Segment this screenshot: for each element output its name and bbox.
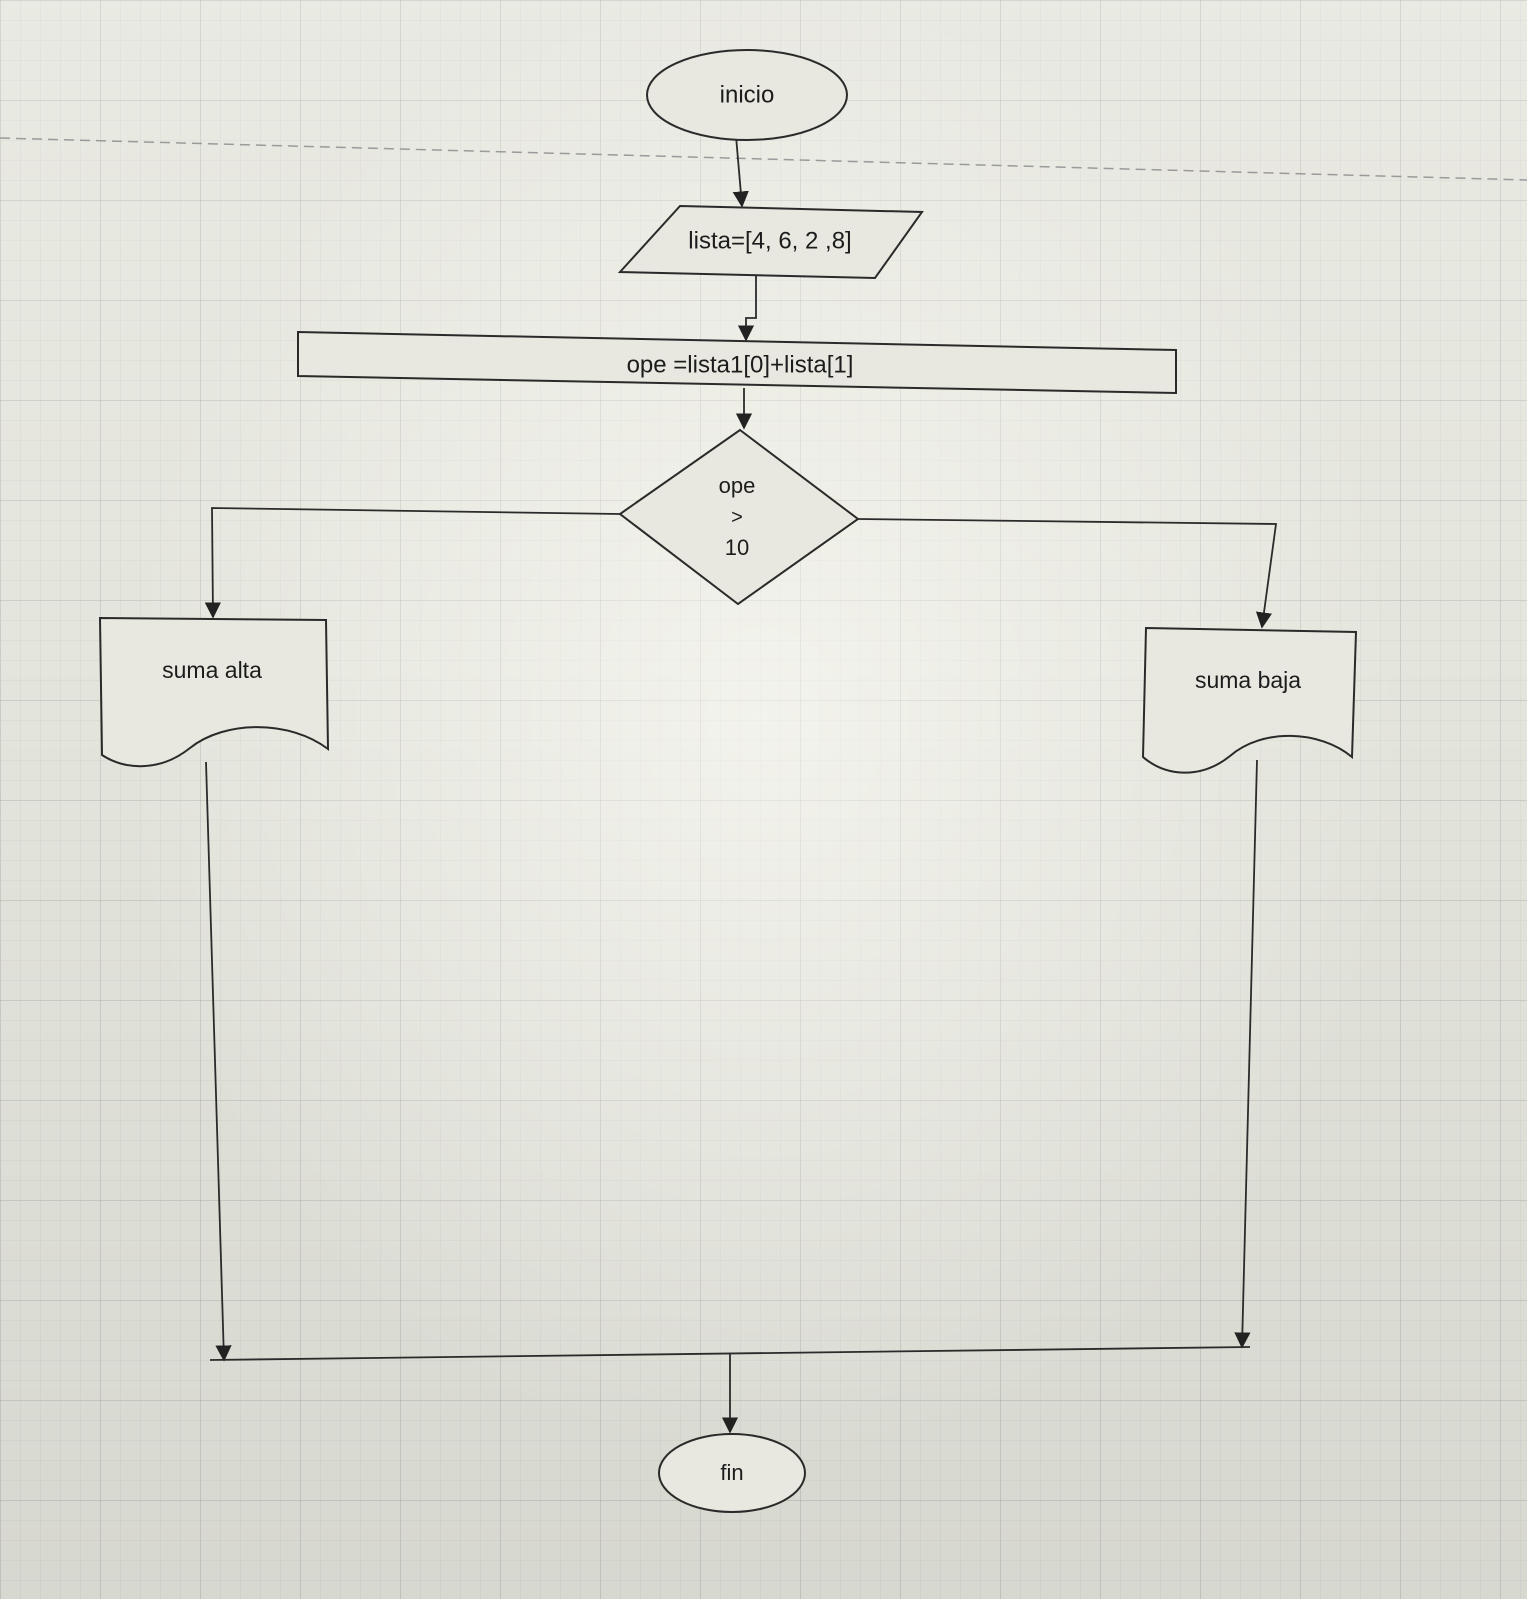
- node-input-label: lista=[4, 6, 2 ,8]: [688, 227, 851, 254]
- edge-merge-line[interactable]: [209, 1346, 1251, 1361]
- node-process-label: ope =lista1[0]+lista[1]: [627, 351, 854, 378]
- node-decision[interactable]: ope > 10: [618, 428, 860, 606]
- decision-line-value: 10: [725, 535, 749, 560]
- node-fin-label: fin: [720, 1460, 743, 1485]
- node-process-ope[interactable]: ope =lista1[0]+lista[1]: [297, 330, 1177, 395]
- node-suma-baja-label: suma baja: [1195, 667, 1301, 693]
- decision-line-ope: ope: [719, 473, 756, 498]
- edge-input-to-process[interactable]: [737, 275, 757, 342]
- node-inicio-label: inicio: [720, 81, 775, 108]
- node-suma-alta[interactable]: suma alta: [98, 616, 330, 768]
- edge-decision-to-suma-alta[interactable]: [204, 507, 621, 619]
- node-inicio[interactable]: inicio: [646, 49, 848, 141]
- connectors: [204, 135, 1278, 1434]
- edge-decision-to-suma-baja[interactable]: [857, 518, 1278, 629]
- edge-suma-alta-down[interactable]: [205, 761, 232, 1362]
- node-input-lista[interactable]: lista=[4, 6, 2 ,8]: [617, 204, 924, 280]
- node-fin[interactable]: fin: [658, 1433, 806, 1513]
- page-break-line: [0, 137, 1527, 181]
- node-suma-alta-label: suma alta: [162, 657, 262, 683]
- node-suma-baja[interactable]: suma baja: [1141, 626, 1358, 774]
- edge-start-to-input[interactable]: [732, 135, 749, 208]
- edge-suma-baja-down[interactable]: [1234, 759, 1258, 1349]
- decision-line-operator: >: [731, 506, 743, 528]
